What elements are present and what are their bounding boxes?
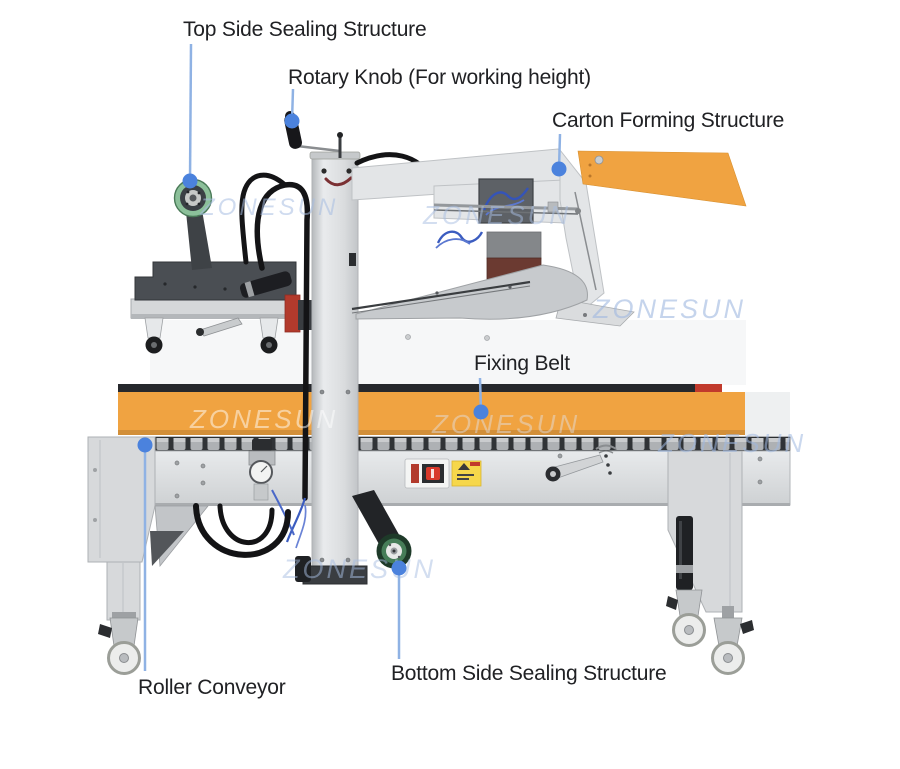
fixing-belt-band xyxy=(118,384,790,437)
annotation-dots xyxy=(137,113,567,576)
power-switch xyxy=(404,458,450,489)
caster-wheel xyxy=(672,613,706,647)
conveyor-back-wall xyxy=(150,320,746,385)
label-top-side-sealing-structure: Top Side Sealing Structure xyxy=(183,18,427,41)
zonesun-watermark: ZONESUN xyxy=(431,409,580,439)
zonesun-watermark: ZONESUN xyxy=(282,554,436,584)
zonesun-watermark: ZONESUN xyxy=(199,194,338,221)
right-leg xyxy=(666,450,754,675)
carton-forming-wing xyxy=(577,150,747,207)
warning-label xyxy=(451,460,482,487)
dot-fixing-belt xyxy=(473,404,489,420)
tension-lever xyxy=(545,444,617,482)
dot-carton-forming xyxy=(551,161,567,177)
dot-bottom-side-sealing xyxy=(391,560,407,576)
left-leg xyxy=(87,436,209,675)
bottom-side-sealing-structure xyxy=(352,490,412,569)
caster-wheel xyxy=(711,641,745,675)
label-carton-forming-structure: Carton Forming Structure xyxy=(552,109,785,132)
label-bottom-side-sealing-structure: Bottom Side Sealing Structure xyxy=(391,662,667,685)
tape-roller-bottom xyxy=(376,533,412,569)
dot-rotary-knob xyxy=(284,113,300,129)
zonesun-watermark: ZONESUN xyxy=(657,428,806,458)
label-roller-conveyor: Roller Conveyor xyxy=(138,676,286,699)
label-fixing-belt: Fixing Belt xyxy=(474,352,570,375)
caster-wheel xyxy=(107,641,141,675)
dot-top-side-sealing xyxy=(182,173,198,189)
air-hoses xyxy=(193,503,291,558)
carton-forming-structure xyxy=(351,148,747,327)
main-column xyxy=(295,151,368,585)
zonesun-watermark: ZONESUN xyxy=(592,294,746,324)
top-side-sealing-structure xyxy=(130,172,312,549)
dot-roller-conveyor xyxy=(137,437,153,453)
guide-wheels xyxy=(144,317,279,354)
label-rotary-knob: Rotary Knob (For working height) xyxy=(288,66,591,89)
leader-top-side-sealing xyxy=(188,43,193,182)
zonesun-watermark: ZONESUN xyxy=(422,200,571,230)
zonesun-watermarks: ZONESUN ZONESUN ZONESUN ZONESUN ZONESUN … xyxy=(189,194,806,584)
pneumatic-regulator xyxy=(248,439,295,536)
zonesun-watermark: ZONESUN xyxy=(189,404,338,434)
